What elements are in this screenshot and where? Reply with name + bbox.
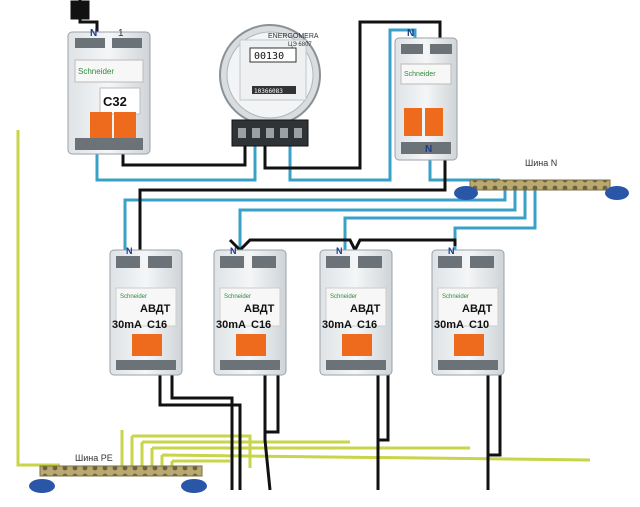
rcbo-type: АВДТ [350,303,381,315]
rcbo-1 [109,249,183,376]
meter-reading: 00130 [254,51,284,62]
rcbo-terminal-n: N [336,246,343,256]
rcbo-rating: C16 [251,319,271,331]
bus-n-label: Шина N [525,158,557,168]
rcd-terminal-n-top: N [407,28,414,39]
handle [114,112,136,142]
rcbo-brand: Schneider [442,294,469,300]
rcbo-4 [431,249,505,376]
handle [132,334,162,356]
rcbo-rating: C16 [357,319,377,331]
top-terminal-l [112,38,142,48]
top-terminal-n [75,38,105,48]
rcbo-brand: Schneider [224,294,251,300]
rcbo-2 [213,249,287,376]
rcd-brand: Schneider [404,71,436,78]
meter-serial: 10366083 [254,88,283,95]
breaker-rating: C32 [103,94,127,109]
bus-insulator [29,479,55,493]
handle [425,108,443,136]
meter-brand: ENERGOMERA [268,33,319,40]
phase-wires [70,0,502,491]
rcd-device [394,37,458,161]
handle [90,112,112,142]
handle [404,108,422,136]
pe-bus [29,465,207,493]
electricity-meter [219,24,321,147]
bus-pe-label: Шина PE [75,453,113,463]
rcbo-current: 30mA [112,319,142,331]
rcbo-rating: C16 [147,319,167,331]
rcbo-terminal-n: N [230,246,237,256]
rcbo-type: АВДТ [140,303,171,315]
neutral-wires [95,28,537,252]
meter-model: ЦЭ 6807 [288,42,312,48]
bus-insulator [181,479,207,493]
rcbo-terminal-n: N [448,246,455,256]
neutral-bus [454,179,629,200]
bus-insulator [605,186,629,200]
rcbo-current: 30mA [322,319,352,331]
rcbo-brand: Schneider [120,294,147,300]
terminal-n-label: N [90,28,97,39]
rcbo-current: 30mA [434,319,464,331]
brand-label: Schneider [78,67,114,76]
rcbo-rating: C10 [469,319,489,331]
handle [342,334,372,356]
bus-insulator [454,186,478,200]
counter-window [249,47,297,63]
rcbo-3 [319,249,393,376]
main-breaker [67,31,151,155]
rcbo-type: АВДТ [244,303,275,315]
rcbo-brand: Schneider [330,294,357,300]
terminal-l-label: 1 [118,28,124,39]
handle [454,334,484,356]
rcbo-current: 30mA [216,319,246,331]
rcd-terminal-n-bottom: N [425,144,432,155]
rcbo-type: АВДТ [462,303,493,315]
handle [236,334,266,356]
rcbo-terminal-n: N [126,246,133,256]
